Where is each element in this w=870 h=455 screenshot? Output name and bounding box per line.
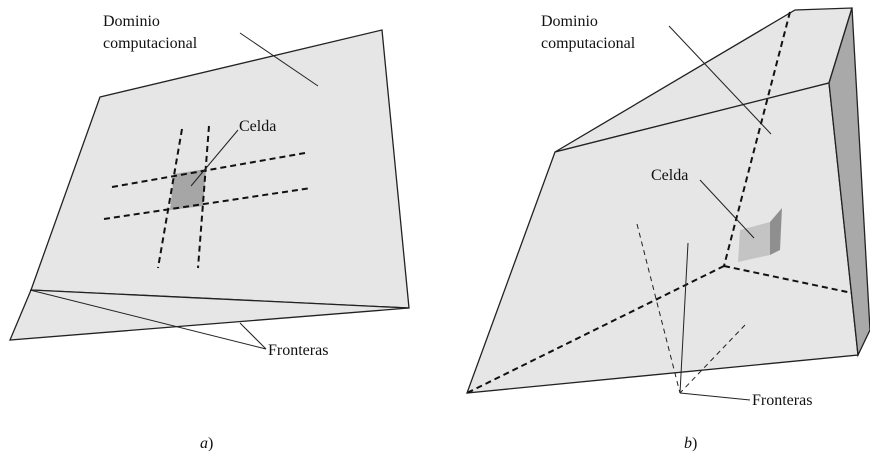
panel-b-domain-label-line2: computacional bbox=[541, 35, 636, 52]
panel-a: Dominio computacional Celda Fronteras a) bbox=[8, 13, 410, 452]
panel-a-cell-label: Celda bbox=[239, 118, 276, 135]
panel-a-caption-letter: a bbox=[200, 435, 208, 452]
panel-a-cell-leader bbox=[190, 129, 239, 187]
panel-a-boundaries-label: Fronteras bbox=[268, 342, 328, 359]
panel-b-boundary-leader-1 bbox=[679, 242, 689, 394]
panel-a-grid-line-h1 bbox=[111, 152, 306, 188]
panel-a-domain-surface bbox=[30, 29, 410, 309]
panel-a-domain-leader bbox=[239, 32, 319, 87]
panel-a-domain-label-line1: Dominio bbox=[103, 13, 160, 30]
panel-a-caption-paren: ) bbox=[208, 435, 213, 452]
panel-b-cell-front bbox=[738, 222, 770, 262]
panel-b-caption-letter: b bbox=[684, 435, 692, 452]
panel-b-interior-edge-right bbox=[723, 265, 853, 294]
panel-a-domain-label-line2: computacional bbox=[103, 35, 198, 52]
panel-b-interior-edge-vertical bbox=[723, 11, 791, 267]
panel-a-caption: a) bbox=[200, 435, 213, 452]
panel-b-boundary-leader-2 bbox=[679, 392, 751, 401]
panel-b-domain-label-line1: Dominio bbox=[541, 13, 598, 30]
panel-a-boundary-leader-1 bbox=[29, 289, 267, 350]
panel-b-front-face bbox=[466, 82, 859, 394]
panel-b-domain-leader bbox=[668, 25, 772, 135]
panel-b: Dominio computacional Celda Fronteras b) bbox=[466, 7, 870, 452]
panel-a-boundary-leader-2 bbox=[239, 322, 267, 350]
panel-b-boundary-dashed-left bbox=[636, 223, 681, 394]
panel-a-boundary-strip bbox=[8, 289, 410, 341]
panel-a-grid-line-h2 bbox=[103, 187, 312, 220]
panel-b-boundaries-label: Fronteras bbox=[752, 392, 812, 409]
panel-b-caption-paren: ) bbox=[692, 435, 697, 452]
panel-a-grid-line-v1 bbox=[157, 128, 183, 269]
panel-b-side-face bbox=[828, 7, 870, 358]
panel-b-interior-edge-left bbox=[466, 265, 725, 394]
panel-b-cell-side bbox=[770, 208, 782, 255]
panel-b-cell-label: Celda bbox=[651, 167, 688, 184]
panel-b-boundary-dashed-right bbox=[679, 324, 746, 394]
panel-b-cell-leader bbox=[699, 179, 755, 239]
panel-b-caption: b) bbox=[684, 435, 697, 452]
panel-a-grid-line-v2 bbox=[197, 125, 210, 269]
